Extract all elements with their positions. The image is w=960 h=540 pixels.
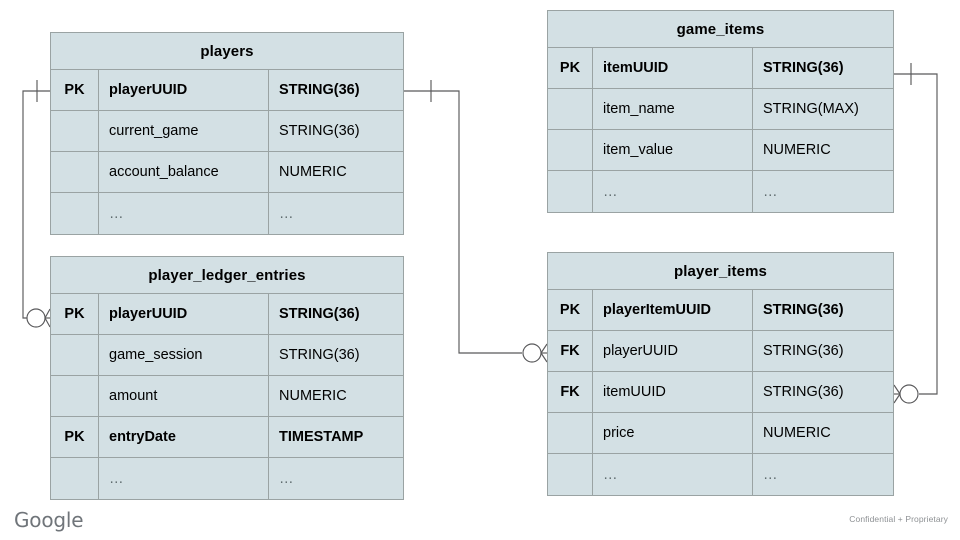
table-row[interactable]: PK itemUUID STRING(36) xyxy=(548,48,893,89)
table-row[interactable]: PK entryDate TIMESTAMP xyxy=(51,417,403,458)
row-type: … xyxy=(279,205,294,222)
confidentiality-note: Confidential + Proprietary xyxy=(849,514,948,524)
row-name: … xyxy=(99,458,269,499)
row-key xyxy=(51,193,99,234)
row-type: STRING(36) xyxy=(279,82,360,98)
row-key: PK xyxy=(51,417,99,457)
table-player-items[interactable]: player_items PK playerItemUUID STRING(36… xyxy=(547,252,894,496)
table-row[interactable]: game_session STRING(36) xyxy=(51,335,403,376)
row-key: FK xyxy=(548,331,593,371)
row-key xyxy=(51,376,99,416)
row-name: playerUUID xyxy=(99,70,269,110)
relationship-players-to-ledger xyxy=(22,80,51,328)
row-name: playerUUID xyxy=(99,294,269,334)
table-row[interactable]: amount NUMERIC xyxy=(51,376,403,417)
table-game-items[interactable]: game_items PK itemUUID STRING(36) item_n… xyxy=(547,10,894,213)
row-type: STRING(36) xyxy=(279,347,360,363)
row-key xyxy=(51,111,99,151)
row-type: NUMERIC xyxy=(763,425,831,441)
table-row[interactable]: FK itemUUID STRING(36) xyxy=(548,372,893,413)
row-key xyxy=(51,335,99,375)
row-name: itemUUID xyxy=(593,48,753,88)
row-key xyxy=(51,152,99,192)
table-player-ledger-entries[interactable]: player_ledger_entries PK playerUUID STRI… xyxy=(50,256,404,500)
table-row[interactable]: PK playerItemUUID STRING(36) xyxy=(548,290,893,331)
row-type: … xyxy=(279,470,294,487)
row-name: … xyxy=(593,454,753,495)
table-title: player_items xyxy=(548,253,893,290)
row-name: playerItemUUID xyxy=(593,290,753,330)
row-name: amount xyxy=(99,376,269,416)
table-title: game_items xyxy=(548,11,893,48)
table-row[interactable]: PK playerUUID STRING(36) xyxy=(51,70,403,111)
table-row[interactable]: current_game STRING(36) xyxy=(51,111,403,152)
row-key: PK xyxy=(548,48,593,88)
row-type: NUMERIC xyxy=(763,142,831,158)
row-key xyxy=(548,130,593,170)
row-type: STRING(36) xyxy=(763,343,844,359)
row-name: playerUUID xyxy=(593,331,753,371)
table-row[interactable]: item_name STRING(MAX) xyxy=(548,89,893,130)
row-key xyxy=(548,454,593,495)
table-row[interactable]: … … xyxy=(51,193,403,234)
table-players[interactable]: players PK playerUUID STRING(36) current… xyxy=(50,32,404,235)
table-row[interactable]: … … xyxy=(548,171,893,212)
row-key xyxy=(548,171,593,212)
row-key: FK xyxy=(548,372,593,412)
google-logo: Google xyxy=(14,508,84,532)
table-row[interactable]: … … xyxy=(548,454,893,495)
row-type: STRING(36) xyxy=(763,384,844,400)
table-title: players xyxy=(51,33,403,70)
row-name: game_session xyxy=(99,335,269,375)
row-type: STRING(36) xyxy=(279,123,360,139)
row-type: TIMESTAMP xyxy=(279,429,364,445)
row-name: entryDate xyxy=(99,417,269,457)
row-type: STRING(36) xyxy=(279,306,360,322)
row-key: PK xyxy=(51,294,99,334)
relationship-players-to-player-items xyxy=(404,80,548,363)
table-row[interactable]: … … xyxy=(51,458,403,499)
table-row[interactable]: FK playerUUID STRING(36) xyxy=(548,331,893,372)
row-name: current_game xyxy=(99,111,269,151)
table-title: player_ledger_entries xyxy=(51,257,403,294)
row-type: STRING(36) xyxy=(763,302,844,318)
table-row[interactable]: price NUMERIC xyxy=(548,413,893,454)
row-name: … xyxy=(593,171,753,212)
row-type: NUMERIC xyxy=(279,388,347,404)
row-name: item_name xyxy=(593,89,753,129)
table-row[interactable]: item_value NUMERIC xyxy=(548,130,893,171)
table-row[interactable]: PK playerUUID STRING(36) xyxy=(51,294,403,335)
row-name: item_value xyxy=(593,130,753,170)
row-type: … xyxy=(763,466,778,483)
relationship-game-items-to-player-items xyxy=(893,63,938,404)
row-key xyxy=(548,413,593,453)
row-type: STRING(MAX) xyxy=(763,101,859,117)
row-name: … xyxy=(99,193,269,234)
row-type: STRING(36) xyxy=(763,60,844,76)
row-type: NUMERIC xyxy=(279,164,347,180)
row-type: … xyxy=(763,183,778,200)
row-name: itemUUID xyxy=(593,372,753,412)
row-key xyxy=(51,458,99,499)
table-row[interactable]: account_balance NUMERIC xyxy=(51,152,403,193)
row-key: PK xyxy=(51,70,99,110)
row-name: price xyxy=(593,413,753,453)
row-key: PK xyxy=(548,290,593,330)
row-name: account_balance xyxy=(99,152,269,192)
row-key xyxy=(548,89,593,129)
